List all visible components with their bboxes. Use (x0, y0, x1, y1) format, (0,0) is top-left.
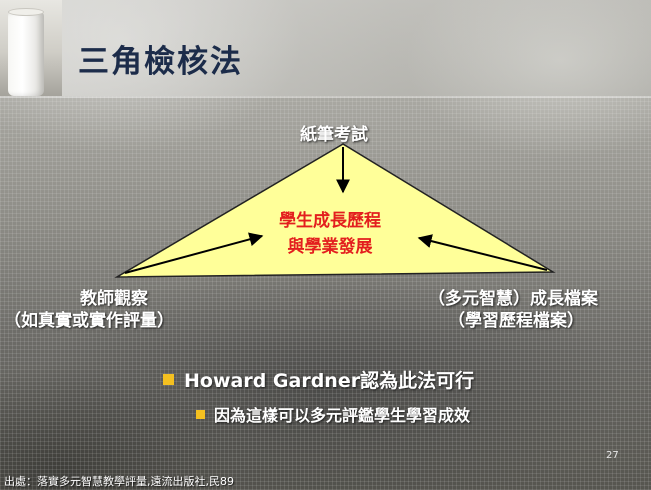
sub-bullet-item: 因為這樣可以多元評鑑學生學習成效 (196, 402, 470, 426)
arrow-from-left (124, 232, 264, 274)
left-vertex-label-line2: （如真實或實作評量） (4, 311, 174, 331)
glass-body (8, 12, 44, 96)
page-number: 27 (606, 450, 619, 461)
milk-glass-photo (0, 0, 62, 96)
arrow-from-right (417, 234, 548, 271)
title-divider (0, 96, 651, 98)
right-vertex-label-line1: （多元智慧）成長檔案 (428, 289, 598, 309)
glass-rim (8, 8, 44, 16)
right-vertex-label-line2: （學習歷程檔案） (448, 311, 584, 331)
title-band (0, 0, 651, 96)
center-label-line1: 學生成長歷程 (279, 211, 381, 231)
sub-bullet-square-icon (196, 409, 205, 419)
left-vertex-label-line1: 教師觀察 (80, 289, 148, 309)
bullet-square-icon (163, 374, 174, 385)
top-vertex-label: 紙筆考試 (300, 125, 368, 145)
source-note: 出處：落實多元智慧教學評量,遠流出版社,民89 (4, 475, 234, 488)
sub-bullet-text: 因為這樣可以多元評鑑學生學習成效 (214, 406, 471, 425)
center-label: 學生成長歷程 與學業發展 (255, 208, 405, 260)
bullet-item: Howard Gardner認為此法可行 (163, 366, 474, 393)
slide-title: 三角檢核法 (78, 44, 243, 80)
bullet-text: Howard Gardner認為此法可行 (184, 370, 475, 392)
center-label-line2: 與學業發展 (287, 237, 373, 257)
